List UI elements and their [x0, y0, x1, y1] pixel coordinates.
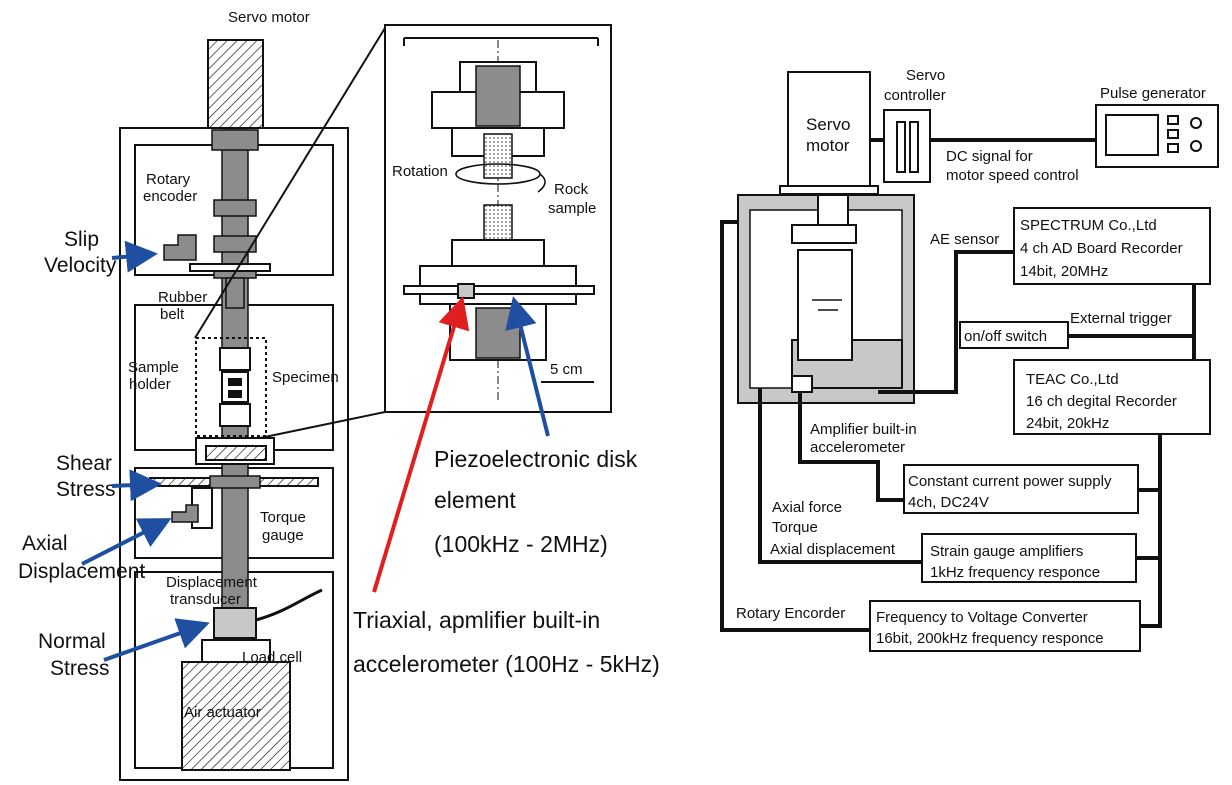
- label-amp-2: accelerometer: [810, 439, 905, 456]
- arrow-axial-displacement: [81, 518, 172, 566]
- power-supply-box: [903, 464, 1139, 514]
- label-rock-1: Rock: [554, 181, 589, 198]
- label-shear-1: Shear: [56, 452, 112, 475]
- label-external-trigger: External trigger: [1070, 310, 1172, 327]
- rock-sample-top: [483, 133, 513, 179]
- rotary-encoder-part: [163, 234, 197, 261]
- label-spectrum-3: 14bit, 20MHz: [1020, 263, 1108, 280]
- label-specimen: Specimen: [272, 369, 339, 386]
- label-holder-2: holder: [129, 376, 171, 393]
- teac-box: [1013, 359, 1211, 435]
- label-scale: 5 cm: [550, 361, 583, 378]
- label-pulse-generator: Pulse generator: [1100, 85, 1206, 102]
- label-axial-1: Axial: [22, 532, 68, 555]
- servo-motor-block: [207, 39, 264, 131]
- spectrum-box: [1013, 207, 1211, 285]
- label-triaxial-1: Triaxial, apmlifier built-in: [353, 607, 600, 633]
- label-rd-axial-displacement: Axial displacement: [770, 541, 896, 558]
- label-spectrum-2: 4 ch AD Board Recorder: [1020, 240, 1183, 257]
- label-shear-2: Stress: [56, 478, 116, 501]
- label-rotation: Rotation: [392, 163, 448, 180]
- label-rock-2: sample: [548, 200, 596, 217]
- arrow-piezo: [505, 296, 550, 437]
- label-fvc-1: Frequency to Voltage Converter: [876, 609, 1088, 626]
- label-dc-signal-2: motor speed control: [946, 167, 1079, 184]
- label-load-cell: Load cell: [242, 649, 302, 666]
- label-strain-2: 1kHz frequency responce: [930, 564, 1100, 581]
- label-power-2: 4ch, DC24V: [908, 494, 989, 511]
- label-piezo-2: element: [434, 487, 516, 513]
- onoff-switch-box: [959, 321, 1069, 349]
- left-apparatus: Servo motor Rotary encoder Slip Velocity…: [18, 9, 386, 781]
- label-teac-1: TEAC Co.,Ltd: [1026, 371, 1119, 388]
- inset-detail: 5 cm Rotation Rock sample: [384, 24, 612, 413]
- label-piezo-1: Piezoelectronic disk: [434, 446, 638, 472]
- label-strain-1: Strain gauge amplifiers: [930, 543, 1083, 560]
- label-rotary-encorder: Rotary Encorder: [736, 605, 845, 622]
- label-holder-1: Sample: [128, 359, 179, 376]
- label-controller-2: controller: [884, 87, 946, 104]
- label-piezo-3: (100kHz - 2MHz): [434, 531, 608, 557]
- label-rd-torque: Torque: [772, 519, 818, 536]
- label-teac-2: 16 ch degital Recorder: [1026, 393, 1177, 410]
- label-axial-2: Displacement: [18, 560, 145, 583]
- label-air-actuator: Air actuator: [184, 704, 261, 721]
- air-actuator: [181, 661, 291, 771]
- label-ae-sensor: AE sensor: [930, 231, 999, 248]
- label-slip-2: Velocity: [44, 254, 117, 277]
- label-fvc-2: 16bit, 200kHz frequency responce: [876, 630, 1104, 647]
- label-transducer-1: Displacement: [166, 574, 258, 591]
- label-spectrum-1: SPECTRUM Co.,Ltd: [1020, 217, 1157, 234]
- label-dc-signal-1: DC signal for: [946, 148, 1033, 165]
- label-servo-motor: Servo motor: [228, 9, 310, 26]
- accelerometer-sensor: [457, 283, 475, 299]
- label-power-1: Constant current power supply: [908, 473, 1112, 490]
- strain-gauge-box: [921, 533, 1137, 583]
- servo-controller-box: [883, 109, 931, 183]
- label-rubber-1: Rubber: [158, 289, 207, 306]
- servo-motor-box: [787, 71, 871, 189]
- arrow-triaxial: [372, 296, 470, 593]
- label-rd-servo-1: Servo: [806, 115, 850, 134]
- arrow-shear-stress: [111, 469, 162, 502]
- label-torque-2: gauge: [262, 527, 304, 544]
- label-amp-1: Amplifier built-in: [810, 421, 917, 438]
- label-axial-force: Axial force: [772, 499, 842, 516]
- label-onoff: on/off switch: [964, 328, 1047, 345]
- label-rd-servo-2: motor: [806, 136, 850, 155]
- label-transducer-2: transducer: [170, 591, 241, 608]
- load-cell: [213, 607, 257, 639]
- label-rotary-2: encoder: [143, 188, 197, 205]
- label-normal-1: Normal: [38, 630, 106, 653]
- label-torque-1: Torque: [260, 509, 306, 526]
- right-system-diagram: Servo motor Servo controller Pulse gener…: [720, 67, 1219, 652]
- arrow-normal-stress: [103, 618, 210, 662]
- label-normal-2: Stress: [50, 657, 110, 680]
- label-rubber-2: belt: [160, 306, 185, 323]
- arrow-slip-velocity: [111, 240, 158, 273]
- label-controller-1: Servo: [906, 67, 945, 84]
- label-teac-3: 24bit, 20kHz: [1026, 415, 1109, 432]
- label-rotary-1: Rotary: [146, 171, 191, 188]
- label-slip-1: Slip: [64, 228, 99, 251]
- label-triaxial-2: accelerometer (100Hz - 5kHz): [353, 651, 660, 677]
